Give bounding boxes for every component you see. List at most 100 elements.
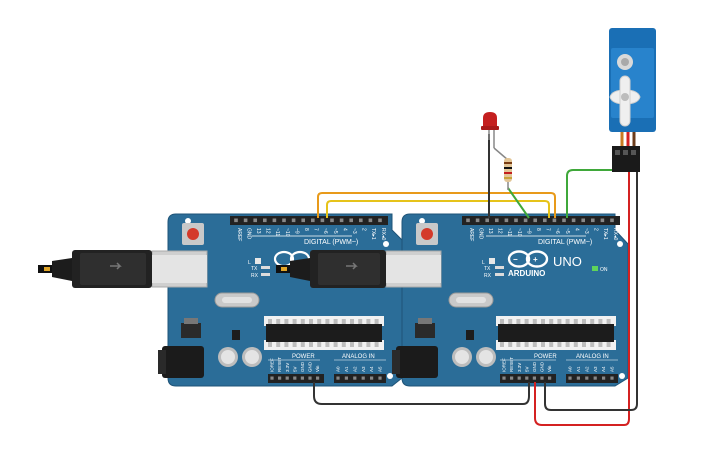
chip-pin bbox=[341, 342, 346, 347]
power-pin[interactable] bbox=[285, 376, 289, 380]
power-pin[interactable] bbox=[532, 376, 536, 380]
chip-pin bbox=[565, 319, 570, 324]
power-pin[interactable] bbox=[278, 376, 282, 380]
pin-label: TX▸1 bbox=[602, 228, 608, 240]
header-pin[interactable] bbox=[282, 218, 286, 223]
analog-pin[interactable] bbox=[344, 376, 348, 380]
header-pin[interactable] bbox=[485, 218, 489, 223]
header-pin[interactable] bbox=[291, 218, 296, 223]
header-pin[interactable] bbox=[610, 218, 614, 223]
wire-red-5v[interactable] bbox=[534, 172, 630, 426]
usb-port bbox=[385, 250, 442, 288]
header-pin[interactable] bbox=[562, 218, 566, 223]
analog-pin[interactable] bbox=[361, 376, 365, 380]
usb-cable-middle[interactable] bbox=[276, 250, 386, 288]
header-pin[interactable] bbox=[320, 218, 325, 223]
power-pin[interactable] bbox=[300, 376, 304, 380]
dc-power-jack[interactable] bbox=[158, 346, 204, 378]
power-pin[interactable] bbox=[270, 376, 274, 380]
resistor[interactable] bbox=[493, 147, 512, 190]
chip-pin bbox=[350, 319, 354, 324]
analog-pin[interactable] bbox=[378, 376, 382, 380]
analog-pin-label: A3 bbox=[361, 366, 366, 372]
wire-orange[interactable] bbox=[317, 192, 556, 218]
analog-pin[interactable] bbox=[602, 376, 606, 380]
servo-horn[interactable] bbox=[609, 75, 641, 127]
analog-pin[interactable] bbox=[593, 376, 597, 380]
pin-label: 8 bbox=[535, 228, 541, 231]
header-pin[interactable] bbox=[552, 218, 557, 223]
header-pin[interactable] bbox=[311, 218, 315, 223]
header-pin[interactable] bbox=[495, 218, 499, 223]
header-pin[interactable] bbox=[543, 218, 547, 223]
wire-green-led[interactable] bbox=[507, 187, 530, 219]
chip-pin bbox=[300, 319, 305, 324]
analog-pin[interactable] bbox=[353, 376, 357, 380]
servo-connector[interactable] bbox=[612, 146, 640, 172]
header-pin[interactable] bbox=[591, 218, 595, 223]
analog-pin[interactable] bbox=[585, 376, 589, 380]
analog-pin[interactable] bbox=[568, 376, 572, 380]
chip-pin bbox=[532, 342, 537, 347]
pin-label: ~5 bbox=[332, 228, 338, 234]
header-pin[interactable] bbox=[368, 218, 373, 223]
header-pin[interactable] bbox=[349, 218, 353, 223]
header-pin[interactable] bbox=[272, 218, 277, 223]
wire-yellow[interactable] bbox=[326, 200, 550, 218]
header-pin[interactable] bbox=[339, 218, 344, 223]
pin-label: 13 bbox=[255, 228, 261, 234]
reset-button[interactable] bbox=[416, 223, 438, 245]
analog-pin-label: A1 bbox=[576, 366, 581, 372]
wire-green-servo[interactable] bbox=[566, 169, 616, 218]
header-pin[interactable] bbox=[514, 218, 518, 223]
header-pin[interactable] bbox=[466, 218, 470, 223]
header-pin[interactable] bbox=[378, 218, 382, 223]
micro-servo[interactable] bbox=[609, 28, 656, 146]
power-pin[interactable] bbox=[517, 376, 521, 380]
chip-pin bbox=[374, 319, 379, 324]
header-pin[interactable] bbox=[243, 218, 248, 223]
header-pin[interactable] bbox=[359, 218, 363, 223]
chip-pin bbox=[508, 319, 513, 324]
wire-black-servo[interactable] bbox=[544, 172, 638, 411]
power-pin[interactable] bbox=[502, 376, 506, 380]
header-pin[interactable] bbox=[330, 218, 334, 223]
pin-label: ~9 bbox=[525, 228, 531, 234]
power-pin[interactable] bbox=[316, 376, 320, 380]
header-pin[interactable] bbox=[571, 218, 576, 223]
digital-header bbox=[462, 216, 620, 225]
header-pin[interactable] bbox=[475, 218, 480, 223]
analog-pin[interactable] bbox=[370, 376, 374, 380]
header-pin[interactable] bbox=[504, 218, 509, 223]
power-pin[interactable] bbox=[540, 376, 544, 380]
wire-black-gnd[interactable] bbox=[313, 382, 530, 405]
dc-power-jack[interactable] bbox=[392, 346, 438, 378]
power-pin[interactable] bbox=[293, 376, 297, 380]
header-pin[interactable] bbox=[253, 218, 257, 223]
power-pin[interactable] bbox=[525, 376, 529, 380]
header-pin[interactable] bbox=[581, 218, 585, 223]
header-pin[interactable] bbox=[523, 218, 528, 223]
power-pin[interactable] bbox=[510, 376, 514, 380]
header-pin[interactable] bbox=[234, 218, 238, 223]
usb-cable-left[interactable] bbox=[38, 250, 152, 288]
power-pin[interactable] bbox=[548, 376, 552, 380]
power-pin[interactable] bbox=[308, 376, 312, 380]
header-pin[interactable] bbox=[600, 218, 605, 223]
analog-pin[interactable] bbox=[336, 376, 340, 380]
mount-hole bbox=[185, 218, 191, 224]
pin-label: AREF bbox=[236, 228, 242, 241]
red-led[interactable] bbox=[481, 112, 499, 148]
analog-pin[interactable] bbox=[576, 376, 580, 380]
chip-pin bbox=[590, 342, 595, 347]
header-pin[interactable] bbox=[533, 218, 537, 223]
reset-button[interactable] bbox=[182, 223, 204, 245]
header-pin[interactable] bbox=[301, 218, 305, 223]
chip-pin bbox=[325, 342, 330, 347]
chip-pin bbox=[541, 319, 545, 324]
header-pin[interactable] bbox=[263, 218, 267, 223]
analog-pin[interactable] bbox=[610, 376, 614, 380]
